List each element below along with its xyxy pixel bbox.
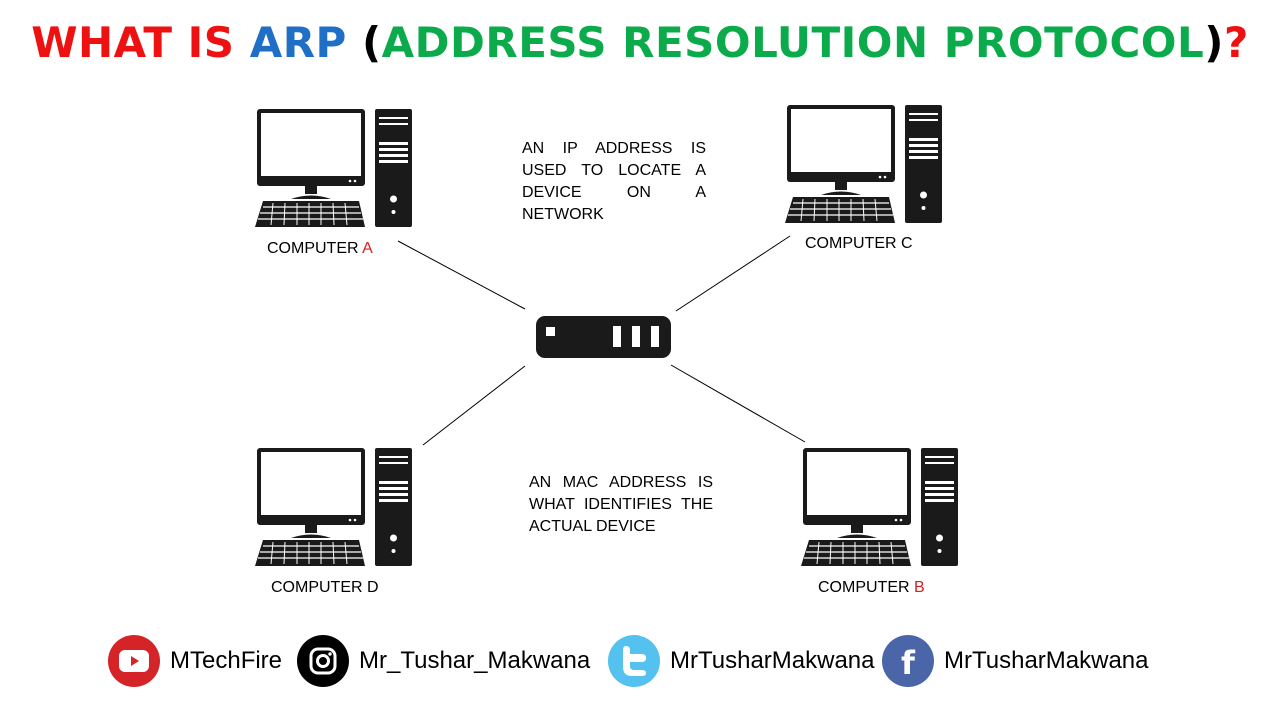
- ip-address-note: AN IP ADDRESS IS USED TO LOCATE A DEVICE…: [522, 140, 706, 223]
- computer-a-prefix: COMPUTER: [267, 240, 363, 257]
- computer-d-label: COMPUTER D: [271, 579, 379, 597]
- link-computer-a: [397, 240, 526, 310]
- computer-c-letter: C: [901, 235, 913, 252]
- title-question-mark: ?: [1223, 18, 1249, 67]
- mac-address-note: AN MAC ADDRESS IS WHAT IDENTIFIES THE AC…: [529, 474, 713, 535]
- computer-a-label: COMPUTER A: [267, 240, 373, 258]
- title-close-paren: ): [1204, 18, 1224, 67]
- computer-d-icon: [255, 448, 413, 567]
- computer-a-letter: A: [362, 240, 373, 257]
- twitter-icon: [608, 635, 660, 687]
- computer-c-label: COMPUTER C: [805, 235, 913, 253]
- computer-d-letter: D: [367, 579, 379, 596]
- title-part-full-name: ADDRESS RESOLUTION PROTOCOL: [381, 18, 1205, 67]
- youtube-icon: [108, 635, 160, 687]
- facebook-icon: f: [882, 635, 934, 687]
- link-computer-b: [670, 364, 806, 443]
- social-instagram[interactable]: Mr_Tushar_Makwana: [297, 634, 590, 688]
- social-youtube[interactable]: MTechFire: [108, 634, 282, 688]
- page-title: WHAT IS ARP (ADDRESS RESOLUTION PROTOCOL…: [0, 18, 1280, 67]
- computer-a-icon: [255, 109, 413, 228]
- computer-d-prefix: COMPUTER: [271, 579, 367, 596]
- title-open-paren: (: [346, 18, 382, 67]
- twitter-handle: MrTusharMakwana: [670, 647, 875, 674]
- youtube-handle: MTechFire: [170, 647, 283, 674]
- network-switch-icon: [536, 316, 671, 358]
- link-computer-c: [675, 235, 791, 312]
- computer-b-label: COMPUTER B: [818, 579, 925, 597]
- instagram-handle: Mr_Tushar_Makwana: [359, 647, 591, 674]
- link-computer-d: [422, 365, 526, 446]
- computer-c-icon: [785, 105, 943, 224]
- computer-b-letter: B: [914, 579, 925, 596]
- social-facebook[interactable]: f MrTusharMakwana: [882, 634, 1149, 688]
- title-part-arp: ARP: [249, 18, 347, 67]
- facebook-handle: MrTusharMakwana: [944, 647, 1149, 674]
- instagram-icon: [297, 635, 349, 687]
- social-twitter[interactable]: MrTusharMakwana: [608, 634, 875, 688]
- computer-b-icon: [801, 448, 959, 567]
- computer-b-prefix: COMPUTER: [818, 579, 914, 596]
- title-part-what-is: WHAT IS: [31, 18, 250, 67]
- computer-c-prefix: COMPUTER: [805, 235, 901, 252]
